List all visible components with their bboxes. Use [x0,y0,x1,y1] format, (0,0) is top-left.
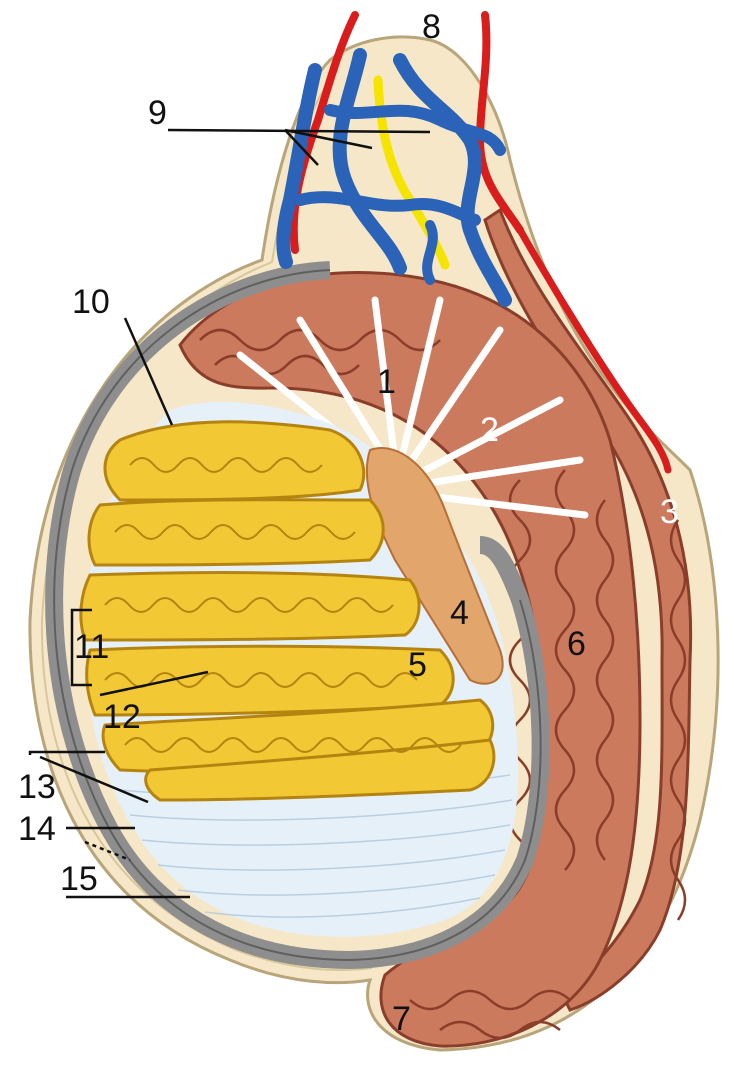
label-5: 5 [408,648,427,682]
label-8: 8 [422,10,441,44]
label-11: 11 [74,630,109,664]
label-13: 13 [18,770,56,804]
label-3: 3 [660,495,679,529]
label-10: 10 [72,285,110,319]
label-6: 6 [567,627,586,661]
label-12: 12 [103,700,141,734]
label-14: 14 [18,812,56,846]
label-9: 9 [148,96,167,130]
pampiniform-plexus-6 [427,225,433,280]
label-2: 2 [480,413,499,447]
label-7: 7 [392,1002,411,1036]
label-15: 15 [60,862,98,896]
label-4: 4 [450,596,469,630]
label-1: 1 [377,365,396,399]
